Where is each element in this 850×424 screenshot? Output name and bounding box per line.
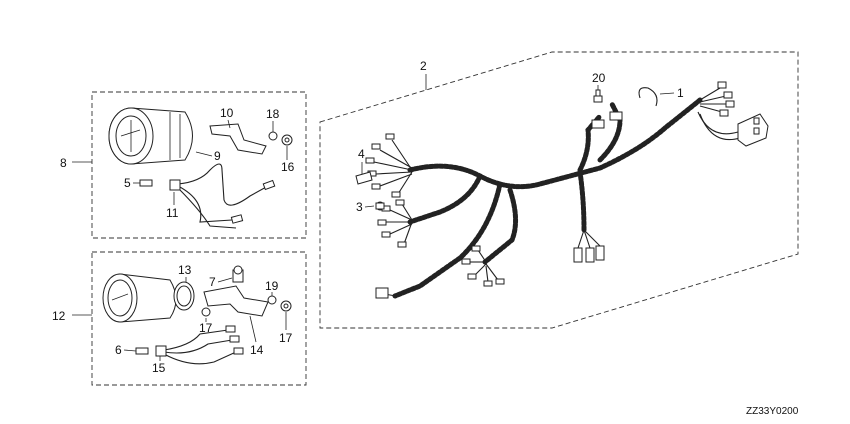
wire-harness-part-2	[365, 81, 769, 299]
callout-3: 3	[356, 200, 363, 214]
callout-16: 16	[281, 160, 295, 174]
callout-14: 14	[250, 343, 264, 357]
meter-wire-part-15	[155, 325, 244, 365]
callout-12: 12	[52, 309, 66, 323]
callout-18: 18	[266, 107, 280, 121]
fuse-part-20	[593, 89, 603, 103]
washer-part-18	[268, 131, 278, 141]
callout-7: 7	[209, 275, 216, 289]
meter-part-13	[102, 273, 195, 323]
bracket-part-14	[203, 285, 269, 317]
callout-17-right: 17	[279, 331, 293, 345]
screw-part-5	[139, 179, 153, 187]
clip-part-1	[638, 87, 658, 107]
callout-1: 1	[677, 86, 684, 100]
box-group-2	[319, 51, 799, 329]
screw-part-7	[232, 265, 244, 283]
callout-5: 5	[124, 176, 131, 190]
callout-19: 19	[265, 279, 279, 293]
box-group-8	[91, 91, 307, 239]
callout-2: 2	[420, 59, 427, 73]
washer-part-19	[267, 295, 277, 305]
callout-10: 10	[220, 106, 234, 120]
callout-17-left: 17	[199, 321, 213, 335]
box-group-12	[91, 251, 307, 386]
meter-wire-part-11	[169, 163, 276, 229]
nut-part-17-inner	[201, 307, 211, 317]
screw-part-6	[135, 347, 149, 355]
callout-6: 6	[115, 343, 122, 357]
callout-11: 11	[166, 206, 179, 220]
callout-13: 13	[178, 263, 192, 277]
callout-20: 20	[592, 71, 606, 85]
diagram-code: ZZ33Y0200	[746, 406, 799, 417]
callout-9: 9	[214, 149, 221, 163]
callout-8: 8	[60, 156, 67, 170]
callout-4: 4	[358, 147, 365, 161]
pin-part-4	[355, 171, 373, 185]
callout-15: 15	[152, 361, 166, 375]
hour-meter-part-9	[108, 107, 193, 165]
bracket-part-10	[209, 123, 267, 155]
grommet-part-3	[375, 201, 385, 211]
